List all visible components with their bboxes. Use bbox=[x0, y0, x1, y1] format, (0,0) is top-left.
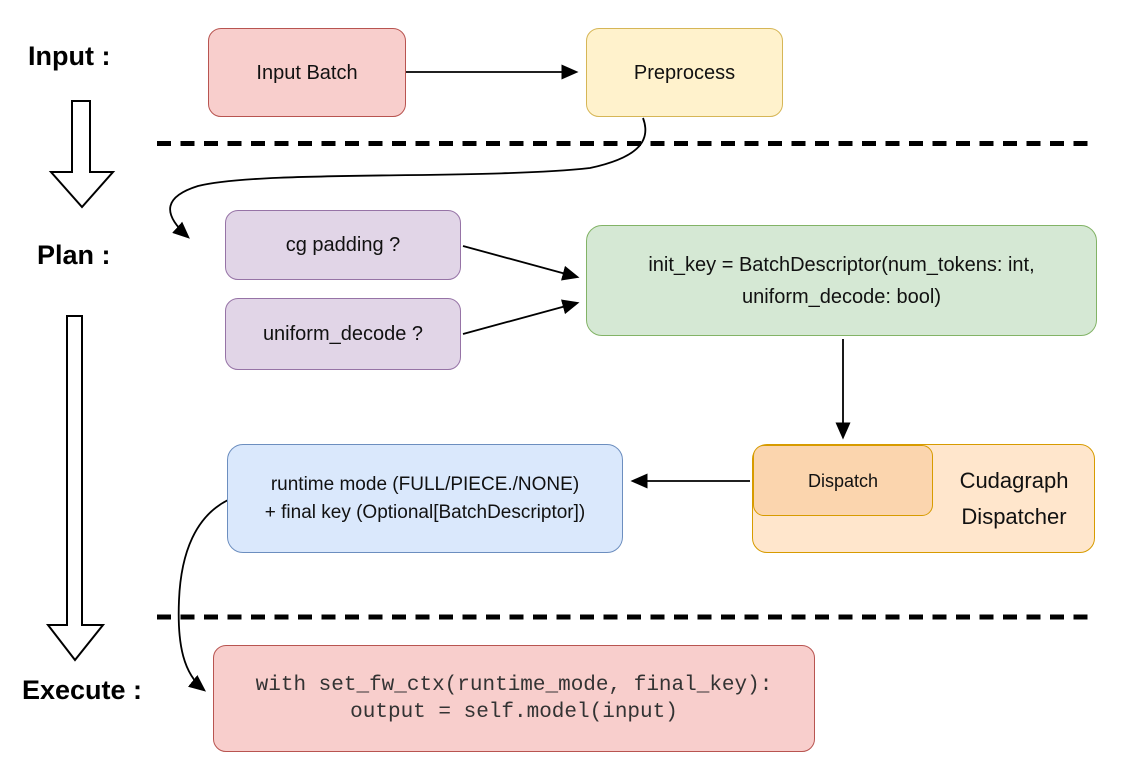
cudagraph-dispatcher-line2: Dispatcher bbox=[961, 503, 1067, 529]
stage-label-plan: Plan : bbox=[37, 240, 111, 270]
arrow-uniform-decode-to-init-key bbox=[462, 299, 580, 335]
cudagraph-dispatcher-line1: Cudagraph bbox=[959, 467, 1069, 493]
execute-code-node: with set_fw_ctx(runtime_mode, final_key)… bbox=[213, 645, 815, 752]
uniform-decode-node: uniform_decode ? bbox=[225, 298, 461, 370]
arrow-cg-padding-to-init-key bbox=[462, 245, 580, 281]
cg-padding-label: cg padding ? bbox=[285, 234, 401, 256]
cg-padding-node: cg padding ? bbox=[225, 210, 461, 280]
down-arrow-input-to-plan-icon bbox=[48, 100, 116, 209]
execute-code-line1: with set_fw_ctx(runtime_mode, final_key)… bbox=[255, 673, 773, 697]
init-key-node: init_key = BatchDescriptor(num_tokens: i… bbox=[586, 225, 1097, 336]
uniform-decode-label: uniform_decode ? bbox=[262, 323, 424, 345]
arrow-preprocess-to-cg-padding bbox=[169, 117, 647, 239]
runtime-result-line2: + final key (Optional[BatchDescriptor]) bbox=[264, 501, 586, 523]
stage-label-execute: Execute : bbox=[22, 675, 143, 705]
runtime-result-line1: runtime mode (FULL/PIECE./NONE) bbox=[270, 473, 580, 495]
input-batch-label: Input Batch bbox=[256, 61, 358, 84]
input-batch-node: Input Batch bbox=[208, 28, 406, 117]
init-key-line2: uniform_decode: bool) bbox=[741, 285, 941, 308]
preprocess-node: Preprocess bbox=[586, 28, 783, 117]
stage-label-input: Input : bbox=[28, 41, 111, 71]
dispatch-label: Dispatch bbox=[807, 470, 879, 491]
execute-code-line2: output = self.model(input) bbox=[350, 700, 678, 724]
down-arrow-plan-to-execute-icon bbox=[45, 315, 106, 662]
dispatch-node: Dispatch bbox=[753, 445, 933, 516]
cudagraph-dispatcher-label: Cudagraph Dispatcher bbox=[933, 444, 1095, 553]
runtime-result-node: runtime mode (FULL/PIECE./NONE) + final … bbox=[227, 444, 623, 553]
preprocess-label: Preprocess bbox=[633, 61, 736, 84]
init-key-line1: init_key = BatchDescriptor(num_tokens: i… bbox=[648, 253, 1035, 276]
arrow-runtime-result-to-execute-code bbox=[177, 499, 229, 692]
